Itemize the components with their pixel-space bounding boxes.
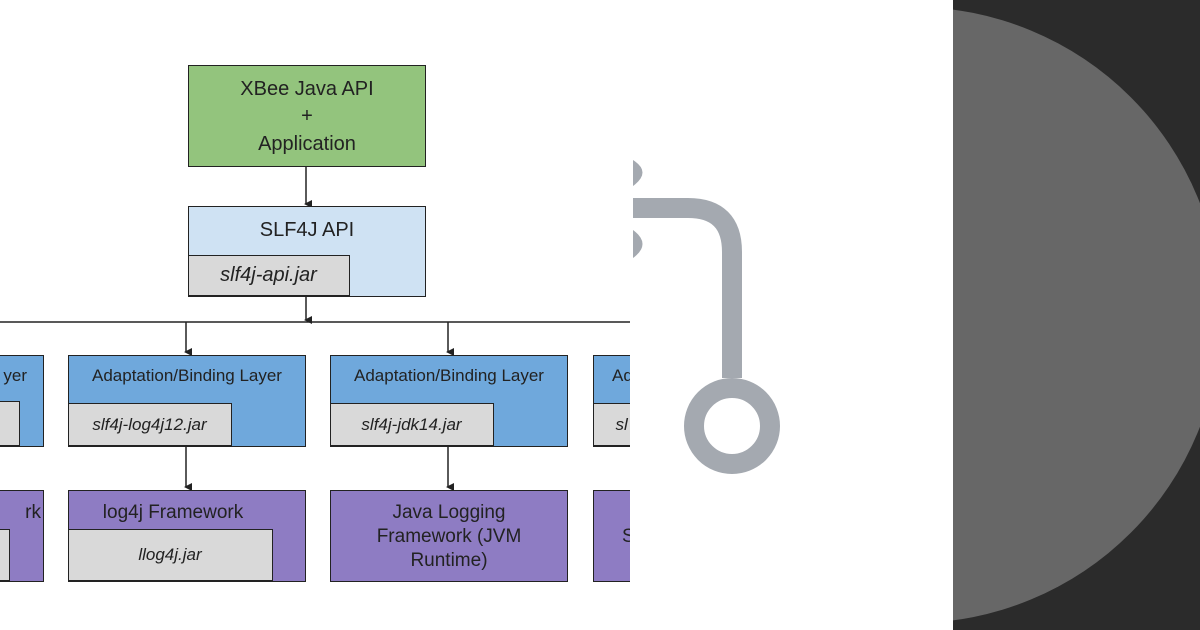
binding-layer-jar: slf4j-log4j12.jar	[67, 403, 232, 446]
binding-layer-box-jdk14: Adaptation/Binding Layer slf4j-jdk14.jar	[329, 355, 568, 447]
slf4j-api-jar: slf4j-api.jar	[187, 255, 350, 296]
xbee-application-box: XBee Java API + Application	[188, 65, 426, 167]
binding-layer-title: Ad	[612, 366, 630, 385]
xbee-line-3: Application	[258, 133, 356, 155]
binding-layer-box-right: Ad sl	[592, 355, 630, 447]
architecture-diagram: XBee Java API + Application SLF4J API sl…	[0, 65, 630, 582]
binding-layer-box-left: yer	[0, 355, 44, 447]
binding-layer-box-log4j: Adaptation/Binding Layer slf4j-log4j12.j…	[67, 355, 306, 447]
slf4j-api-box: SLF4J API slf4j-api.jar	[187, 206, 426, 297]
framework-title: rk	[25, 502, 41, 523]
slf4j-api-title: SLF4J API	[259, 219, 355, 241]
framework-box-jul: Java Logging Framework (JVM Runtime)	[330, 490, 568, 582]
xbee-line-1: XBee Java API	[240, 78, 374, 100]
binding-layer-title: yer	[3, 366, 27, 385]
decorative-side-panel	[953, 0, 1200, 630]
framework-jar	[0, 529, 10, 581]
framework-title: S	[622, 526, 630, 547]
framework-title: Java Logging Framework (JVM Runtime)	[376, 502, 522, 571]
binding-layer-jar	[0, 401, 20, 446]
binding-layer-jar: sl	[592, 403, 630, 446]
xbee-line-2: +	[301, 105, 313, 127]
binding-layer-jar: slf4j-jdk14.jar	[329, 403, 494, 446]
framework-title: log4j Framework	[102, 502, 244, 523]
framework-box-log4j: log4j Framework llog4j.jar	[67, 490, 306, 582]
framework-box-left: rk	[0, 490, 44, 582]
binding-layer-title: Adaptation/Binding Layer	[92, 366, 282, 385]
binding-layer-title: Adaptation/Binding Layer	[354, 366, 544, 385]
framework-jar: llog4j.jar	[67, 529, 273, 581]
diagram-connectors	[0, 167, 630, 491]
framework-box-right: S	[593, 490, 630, 582]
decorative-half-circle	[953, 9, 1200, 621]
